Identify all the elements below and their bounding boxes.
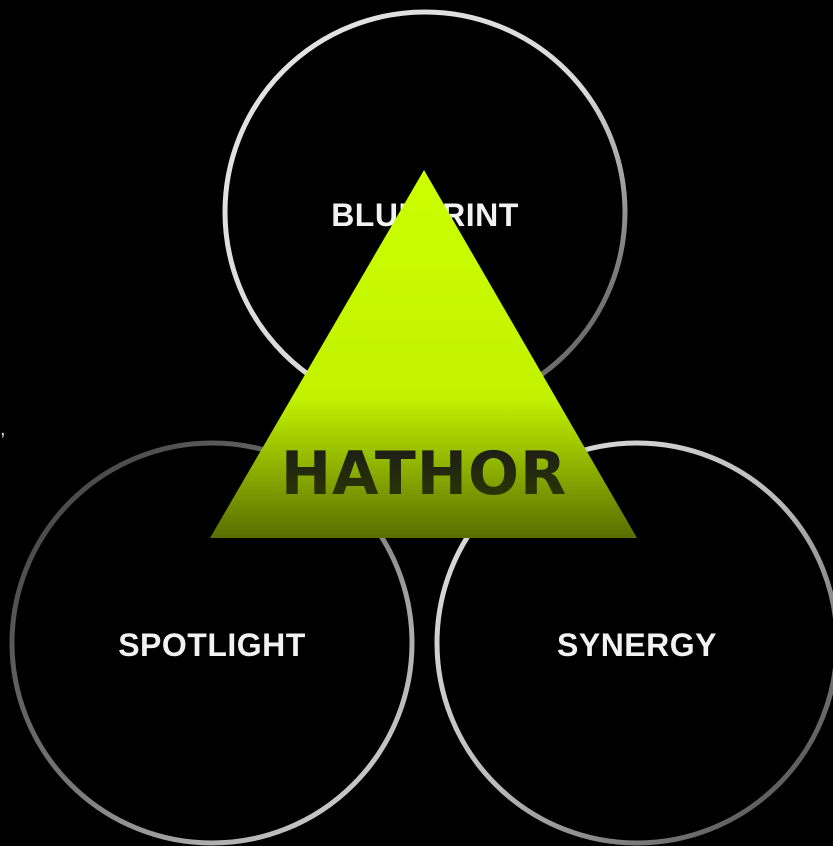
edge-mark: , bbox=[0, 418, 6, 440]
circle-label-spotlight: SPOTLIGHT bbox=[118, 627, 306, 663]
center-triangle bbox=[210, 170, 637, 538]
circle-label-synergy: SYNERGY bbox=[557, 627, 717, 663]
circle-synergy bbox=[434, 440, 833, 846]
center-label-hathor: HATHOR bbox=[281, 439, 567, 509]
circle-spotlight bbox=[9, 440, 415, 846]
